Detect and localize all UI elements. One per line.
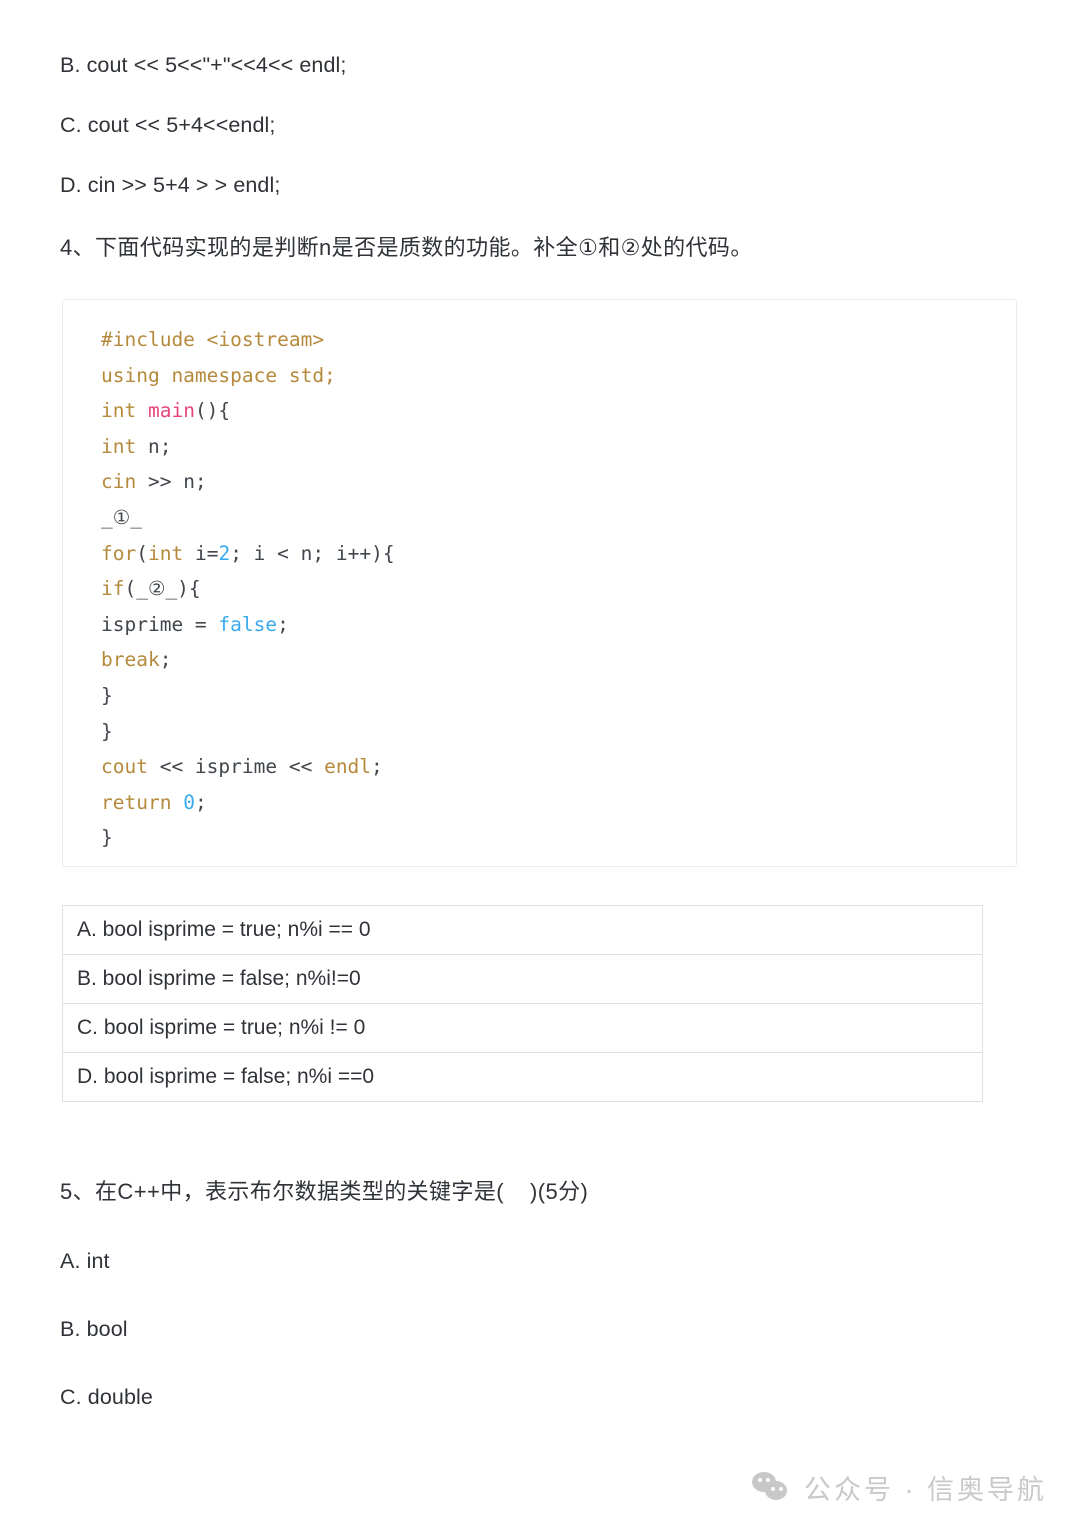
code-token: int: [101, 434, 148, 458]
code-line: }: [63, 714, 1016, 750]
code-line: int n;: [63, 429, 1016, 465]
code-token: }: [101, 826, 113, 850]
code-line: cin >> n;: [63, 464, 1016, 500]
code-token: }: [101, 719, 113, 743]
footer-brand-text: 公众号 · 信奥导航: [804, 1474, 1047, 1505]
option-b-previous: B. cout << 5<<"+"<<4<< endl;: [60, 53, 347, 77]
answer-option-cell[interactable]: A. bool isprime = true; n%i == 0: [62, 905, 983, 955]
code-line: if(_②_){: [63, 571, 1016, 607]
code-token: << isprime <<: [147, 755, 325, 779]
table-row[interactable]: D. bool isprime = false; n%i ==0: [62, 1052, 983, 1102]
code-line: break;: [63, 642, 1016, 678]
code-token: isprime =: [101, 612, 219, 636]
option-d-previous: D. cin >> 5+4 > > endl;: [60, 173, 281, 197]
code-line: cout << isprime << endl;: [63, 749, 1016, 785]
code-line: }: [63, 820, 1016, 856]
answer-option-cell[interactable]: D. bool isprime = false; n%i ==0: [62, 1052, 983, 1102]
table-row[interactable]: A. bool isprime = true; n%i == 0: [62, 905, 983, 955]
code-block: #include <iostream> using namespace std; i…: [62, 299, 1017, 867]
code-token: endl: [324, 755, 372, 779]
code-line: }: [63, 678, 1016, 714]
code-token: int: [101, 399, 148, 423]
code-line: _①_: [63, 500, 1016, 536]
code-line: return 0;: [63, 785, 1016, 821]
question-5-option-b: B. bool: [60, 1317, 128, 1341]
question-5-prompt: 5、在C++中，表示布尔数据类型的关键字是( )(5分): [60, 1179, 589, 1204]
code-token: _①_: [101, 505, 142, 529]
question-4-prompt: 4、下面代码实现的是判断n是否是质数的功能。补全①和②处的代码。: [60, 235, 753, 260]
code-token: ;: [277, 612, 289, 636]
code-lines: #include <iostream> using namespace std; i…: [63, 322, 1016, 856]
code-token: if: [101, 577, 125, 601]
code-token: ;: [371, 755, 383, 779]
code-token: return: [101, 790, 184, 814]
answer-option-cell[interactable]: C. bool isprime = true; n%i != 0: [62, 1003, 983, 1053]
code-token: using namespace std;: [101, 363, 336, 387]
code-line: #include <iostream>: [63, 322, 1016, 358]
code-token: i=: [183, 541, 219, 565]
code-token: #include <iostream>: [101, 328, 325, 351]
code-token: ;: [194, 790, 207, 814]
code-token: cin: [101, 470, 137, 494]
option-c-previous: C. cout << 5+4<<endl;: [60, 113, 276, 137]
code-token: int: [147, 541, 184, 565]
question-5-option-a: A. int: [60, 1249, 110, 1273]
code-token: >> n;: [136, 470, 207, 494]
code-token: }: [101, 683, 113, 707]
wechat-icon: [752, 1472, 790, 1502]
code-token: ;: [159, 648, 172, 672]
code-token: for: [101, 541, 137, 565]
code-token: break: [101, 648, 160, 672]
code-token: n;: [147, 434, 172, 458]
code-line: using namespace std;: [63, 358, 1016, 394]
code-token: main: [147, 399, 195, 423]
code-line: int main(){: [63, 393, 1016, 429]
code-token: (){: [194, 399, 231, 423]
code-line: for(int i=2; i < n; i++){: [63, 536, 1016, 572]
code-token: (: [136, 541, 148, 565]
footer-brand: 公众号 · 信奥导航: [752, 1462, 1047, 1512]
question-5-option-c: C. double: [60, 1385, 153, 1409]
code-token: 2: [218, 541, 231, 565]
code-token: ; i < n; i++){: [230, 541, 395, 565]
code-token: (_②_){: [124, 577, 201, 601]
table-row[interactable]: B. bool isprime = false; n%i!=0: [62, 954, 983, 1004]
code-token: 0: [183, 790, 195, 814]
code-token: false: [218, 612, 278, 636]
code-token: cout: [101, 755, 148, 779]
answer-option-cell[interactable]: B. bool isprime = false; n%i!=0: [62, 954, 983, 1004]
code-line: isprime = false;: [63, 607, 1016, 643]
table-row[interactable]: C. bool isprime = true; n%i != 0: [62, 1003, 983, 1053]
